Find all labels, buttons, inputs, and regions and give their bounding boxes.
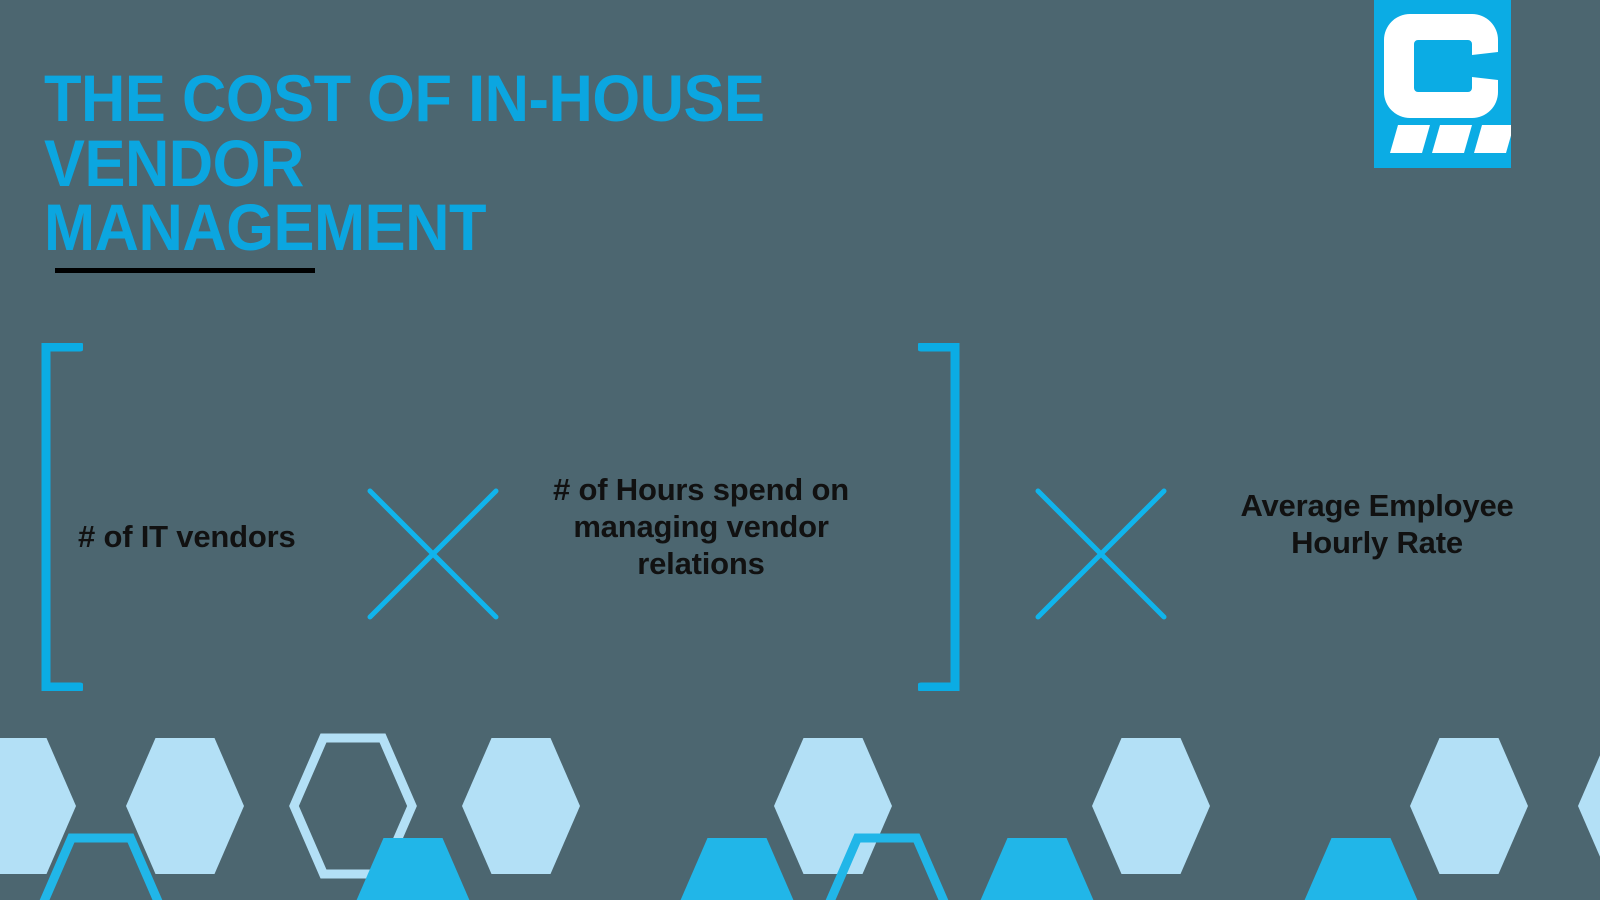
hexagon-filled — [774, 738, 892, 874]
logo-c-glyph — [1384, 14, 1498, 118]
hexagon-filled — [1578, 738, 1600, 874]
page-title: THE COST OF IN-HOUSE VENDOR MANAGEMENT — [44, 61, 1030, 265]
logo-bar-3 — [1474, 125, 1511, 153]
bracket-open — [38, 343, 83, 691]
page-title-line-1: THE COST OF IN-HOUSE VENDOR — [44, 61, 765, 200]
hexagon-filled — [462, 738, 580, 874]
logo-bar-2 — [1432, 125, 1472, 153]
hexagon-filled-bright — [678, 838, 796, 900]
hexagon-filled — [126, 738, 244, 874]
term-it-vendors: # of IT vendors — [78, 519, 296, 554]
hexagon-pattern-band — [0, 700, 1600, 900]
hexagon-filled-bright — [354, 838, 472, 900]
hexagon-outline-bright — [42, 838, 160, 900]
page-title-line-2: MANAGEMENT — [44, 190, 487, 265]
hexagon-filled — [1092, 738, 1210, 874]
brand-logo — [1374, 0, 1511, 168]
multiply-icon-2 — [1034, 487, 1168, 621]
title-underline-rule — [55, 268, 315, 273]
logo-bar-1 — [1390, 125, 1430, 153]
hexagon-filled — [1410, 738, 1528, 874]
hexagon-filled-bright — [978, 838, 1096, 900]
hexagon-filled-bright — [1302, 838, 1420, 900]
term-average-hourly-rate: Average Employee Hourly Rate — [1240, 488, 1514, 561]
term-hours-managing-vendors: # of Hours spend on managing vendor rela… — [553, 472, 849, 582]
bracket-close — [918, 343, 963, 691]
multiply-icon-1 — [366, 487, 500, 621]
hex-bottom-row — [42, 838, 1420, 900]
